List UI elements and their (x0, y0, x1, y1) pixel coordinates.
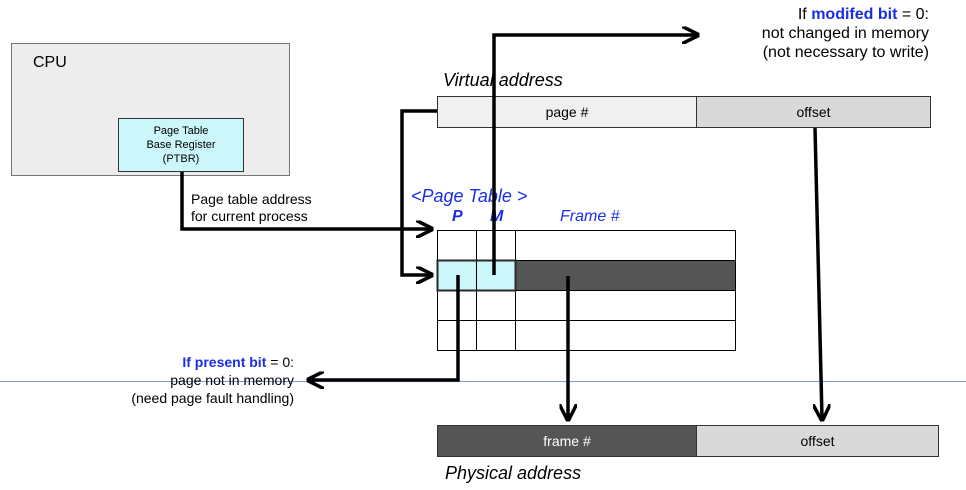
present-note-line1: If present bit = 0: (131, 353, 294, 371)
present-note-suffix: = 0: (266, 354, 294, 370)
ptbr-line2: Base Register (146, 139, 216, 151)
modified-note-line3: (not necessary to write) (762, 44, 929, 61)
modified-note-line2: not changed in memory (761, 25, 929, 42)
present-bit-term: If present bit (182, 354, 267, 370)
modified-note-line1: If modifed bit = 0: (762, 5, 929, 24)
modified-bit-arrow (492, 35, 696, 275)
ptbr-line1: Page Table (153, 125, 209, 137)
modified-note-suffix: = 0: (897, 6, 929, 23)
present-note-line2: page not in memory (170, 372, 294, 388)
virtual-offset-field: offset (696, 96, 931, 128)
cpu-label: CPU (33, 54, 67, 71)
virtual-address-title: Virtual address (443, 70, 563, 90)
ptbr-register: Page Table Base Register (PTBR) (118, 118, 244, 172)
offset-arrow (815, 127, 822, 418)
physical-address-title: Physical address (445, 463, 582, 483)
physical-offset-field: offset (696, 425, 939, 457)
ptaddr-line2: for current process (191, 208, 308, 224)
present-column-header: P (452, 208, 463, 225)
present-bit-arrow (310, 275, 460, 380)
page-index-arrow (400, 109, 437, 275)
frame-column-header: Frame # (560, 208, 620, 225)
ptbr-arrow (180, 172, 430, 229)
ptbr-line3: (PTBR) (162, 153, 200, 165)
modified-bit-term: modifed bit (811, 6, 898, 23)
frame-number-cell (516, 261, 735, 290)
divider-line (0, 381, 966, 382)
present-bit-note: If present bit = 0: page not in memory (… (131, 353, 294, 407)
highlighted-entry-border (436, 259, 517, 292)
modified-bit-cell (477, 261, 515, 290)
physical-frame-field: frame # (437, 425, 697, 457)
page-table-address-note: Page table address for current process (191, 191, 312, 225)
virtual-page-field: page # (437, 96, 697, 128)
page-table-grid (436, 230, 736, 351)
ptaddr-line1: Page table address (191, 191, 312, 207)
present-note-line3: (need page fault handling) (131, 390, 294, 406)
modified-bit-note: If modifed bit = 0: not changed in memor… (762, 5, 929, 62)
modified-note-prefix: If (797, 6, 812, 23)
page-table-title: <Page Table > (411, 186, 528, 206)
